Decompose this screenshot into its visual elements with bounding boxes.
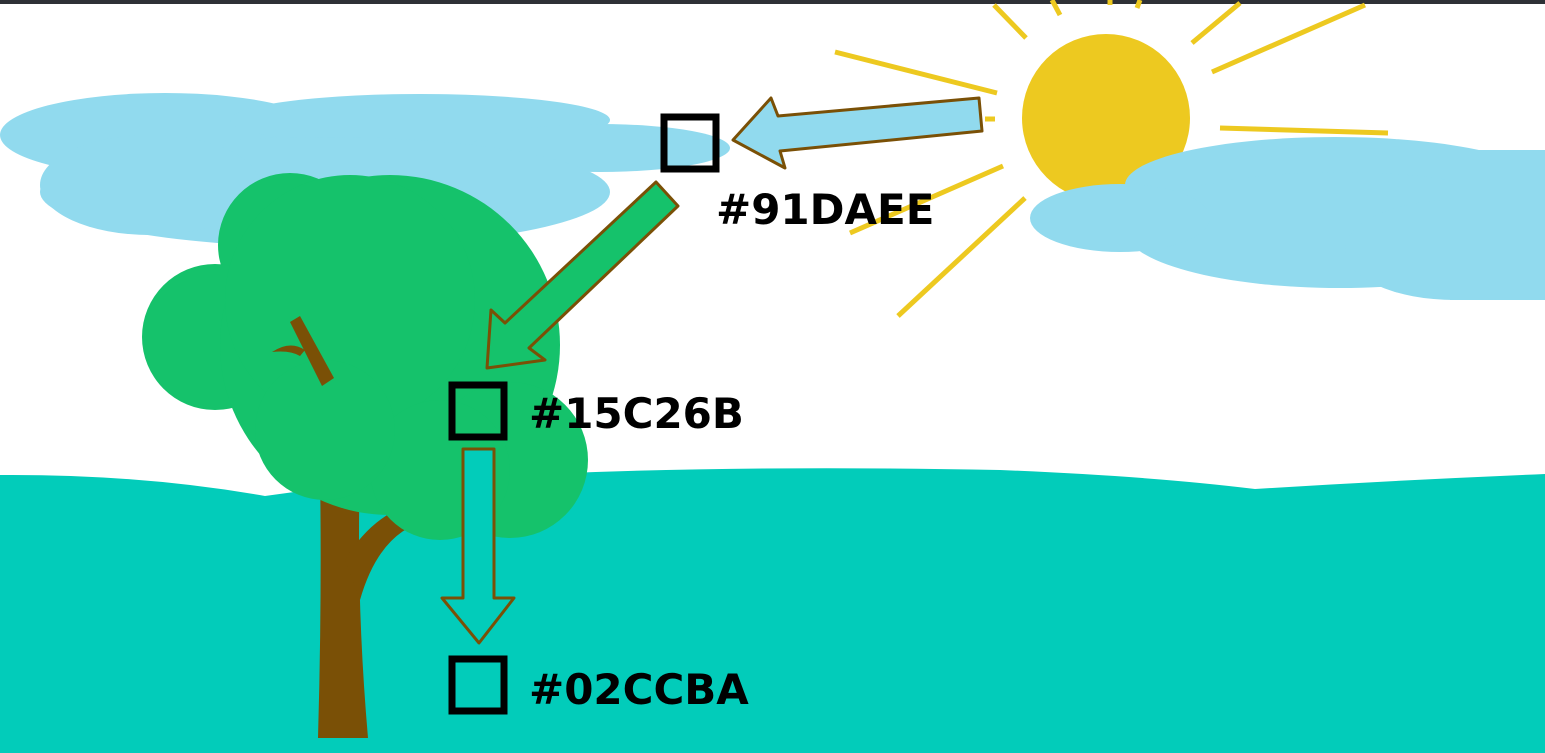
tree-branch: [272, 316, 334, 386]
swatch-label-cloud: #91DAEE: [716, 185, 934, 234]
swatch-box-icon: [448, 381, 508, 441]
cloud-icon: [1030, 137, 1545, 300]
swatch-box-icon: [448, 655, 508, 715]
arrow-icon: [485, 180, 680, 370]
arrow-icon: [440, 447, 516, 645]
sun-icon: [1022, 34, 1190, 202]
swatch-box-icon: [660, 113, 720, 173]
top-border: [0, 0, 1545, 4]
swatch-label-ground: #02CCBA: [529, 665, 749, 714]
ground: [0, 468, 1545, 753]
arrow-icon: [731, 96, 984, 170]
sun-rays: [834, 0, 1389, 318]
swatch-label-tree: #15C26B: [529, 389, 744, 438]
